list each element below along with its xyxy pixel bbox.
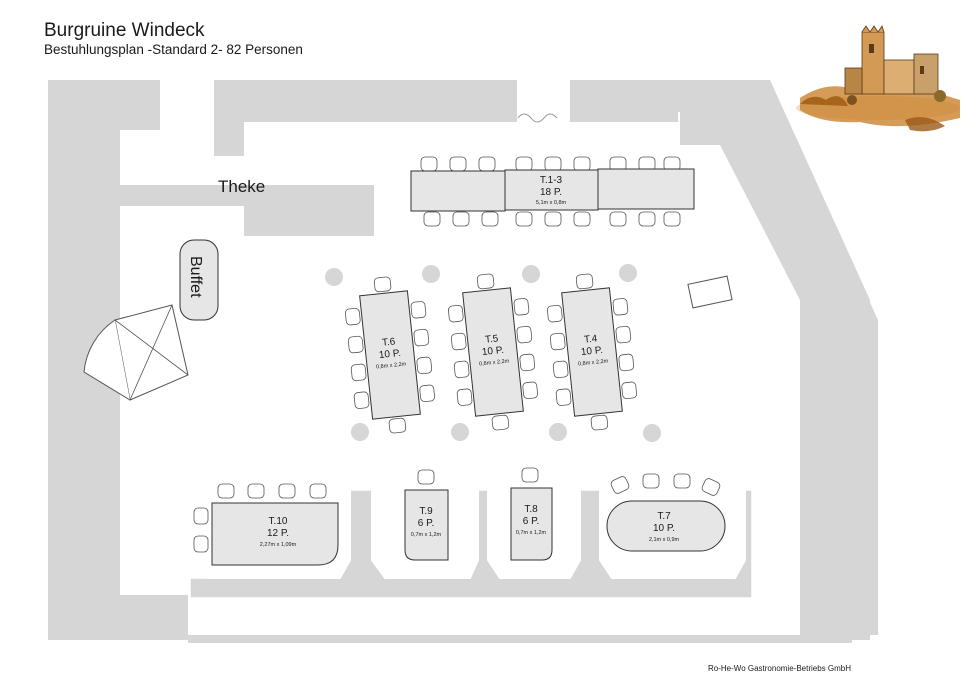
table-t4: T.4 10 P. 0,8m x 2,2m xyxy=(546,273,638,431)
table-name: T.4 xyxy=(583,333,598,345)
table-name: T.7 xyxy=(657,511,671,522)
entrance-door xyxy=(83,304,189,401)
buffet: Buffet xyxy=(179,239,219,321)
passage-mark xyxy=(517,113,558,123)
table-size: 0,8m x 2,2m xyxy=(578,358,609,367)
table-persons: 12 P. xyxy=(267,528,289,539)
round-stools xyxy=(325,264,661,442)
footer-company: Ro-He-Wo Gastronomie-Betriebs GmbH xyxy=(708,664,852,673)
table-t8: T.8 6 P. 0,7m x 1,2m xyxy=(510,467,553,561)
table-size: 0,7m x 1,2m xyxy=(516,530,547,536)
table-name: T.8 xyxy=(524,504,538,515)
bench-outline xyxy=(207,490,746,579)
castle-ruin-illustration xyxy=(796,25,960,132)
side-table xyxy=(687,275,733,309)
table-persons: 10 P. xyxy=(481,345,504,358)
page-title: Burgruine Windeck xyxy=(44,20,205,41)
table-persons: 6 P. xyxy=(418,518,435,529)
table-size: 0,8m x 2,2m xyxy=(479,358,510,367)
table-t1-3: T.1-3 18 P. 5,1m x 0,8m xyxy=(410,156,695,227)
table-t5: T.5 10 P. 0,8m x 2,2m xyxy=(447,273,539,431)
table-size: 5,1m x 0,8m xyxy=(536,200,567,206)
table-persons: 10 P. xyxy=(580,345,603,358)
chairs-t1-3 xyxy=(420,156,681,227)
table-name: T.6 xyxy=(381,336,396,348)
table-persons: 10 P. xyxy=(653,523,675,534)
table-name: T.10 xyxy=(269,516,288,527)
table-size: 2,27m x 1,09m xyxy=(260,542,297,548)
table-persons: 18 P. xyxy=(540,187,562,198)
table-name: T.5 xyxy=(484,333,499,345)
table-t9: T.9 6 P. 0,7m x 1,2m xyxy=(404,469,449,561)
buffet-label: Buffet xyxy=(187,256,204,298)
table-persons: 6 P. xyxy=(523,516,540,527)
table-name: T.9 xyxy=(419,506,433,517)
table-t7: T.7 10 P. 2,1m x 0,9m xyxy=(606,473,726,552)
table-persons: 10 P. xyxy=(378,348,401,361)
table-t10: T.10 12 P. 2,27m x 1,09m xyxy=(193,483,339,566)
table-size: 2,1m x 0,9m xyxy=(649,537,680,543)
page-subtitle: Bestuhlungsplan -Standard 2- 82 Personen xyxy=(44,42,303,57)
east-wall xyxy=(680,80,870,640)
table-name: T.1-3 xyxy=(540,175,563,186)
table-size: 0,7m x 1,2m xyxy=(411,532,442,538)
table-t6: T.6 10 P. 0,8m x 2,2m xyxy=(344,276,436,434)
bar-label: Theke xyxy=(218,177,265,196)
table-size: 0,8m x 2,2m xyxy=(376,361,407,370)
